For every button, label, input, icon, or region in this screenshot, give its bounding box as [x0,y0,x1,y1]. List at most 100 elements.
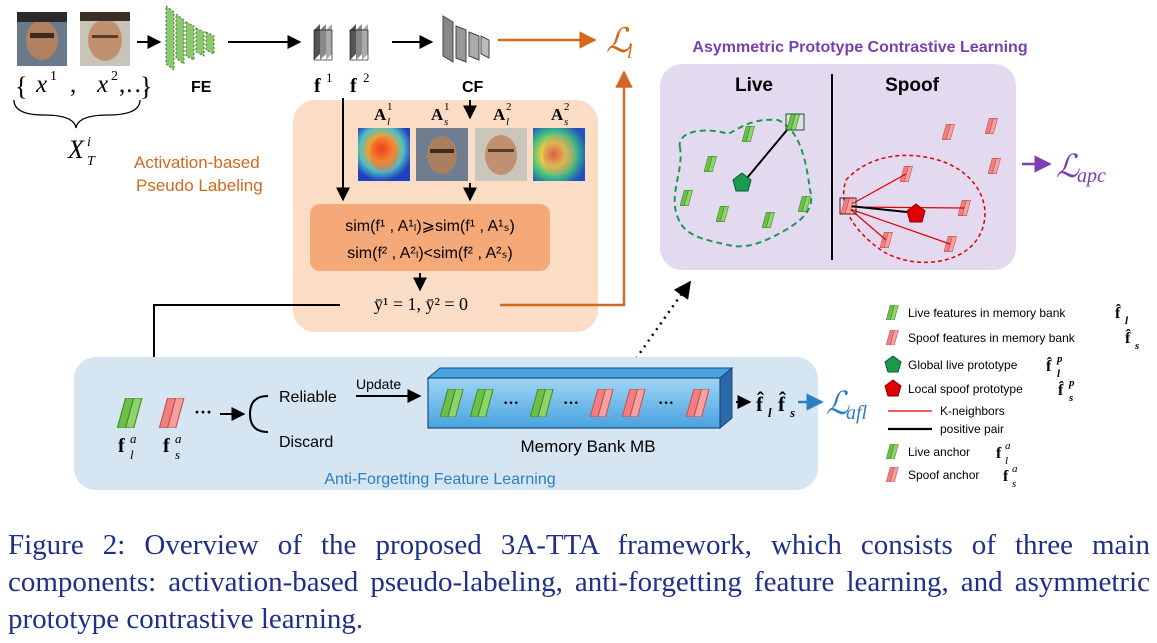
feature-f2-sup: 2 [363,70,370,85]
map-sub-A1s: s [444,116,448,128]
anchor-spoof-sub: s [175,447,180,462]
pseudo-labels: ȳ¹ = 1, ȳ² = 0 [374,294,468,314]
memory-bank [426,366,734,430]
arrow-labels-to-loss-l [500,70,633,307]
live-anchor [785,113,805,131]
activation-map-A2s [533,128,585,181]
map-label-A2l: A [493,105,506,124]
reliable-label: Reliable [279,389,337,406]
legend-text-0: Live features in memory bank [908,306,1066,320]
legend-text-5: positive pair [940,422,1004,436]
input-x2-sup: 2 [111,69,118,84]
asym-live-label: Live [735,75,773,96]
reliable-discard-branch [248,395,269,433]
map-sub-A2s: s [564,116,568,128]
activation-map-A1s [416,128,468,181]
asym-panel [660,64,1016,270]
legend-icon-spoof-feature [886,330,899,345]
legend-sub-1: s [1134,340,1139,352]
input-x1: x [35,71,47,98]
activation-map-A2l [475,128,527,181]
output-fl: f̂ [756,391,764,416]
legend-sub-2: l [1057,368,1061,380]
map-sub-A2l: l [506,116,509,128]
feature-f2-block [349,24,369,61]
mb-dots-2: ··· [563,395,579,412]
legend-sup-7: a [1012,463,1018,475]
legend-text-4: K-neighbors [940,404,1005,418]
loss-apc-symbol: ℒ [1056,148,1080,184]
input-comma: , [70,71,76,98]
figure-caption: Figure 2: Overview of the proposed 3A-TT… [8,529,1150,635]
input-batch-X: X [67,135,85,164]
legend: Live features in memory bank f̂ l Spoof … [884,303,1139,490]
input-ellipsis: ,… [119,71,150,98]
pseudo-rule-1: sim(f¹ , A¹ₗ)⩾sim(f¹ , A¹ₛ) [345,218,515,235]
legend-sup-2: p [1056,353,1063,365]
map-sup-A2l: 2 [506,101,512,113]
classifier-block [442,15,490,63]
face-image-1 [17,12,67,66]
map-label-A1l: A [374,105,387,124]
output-fs-sub: s [789,405,795,420]
input-batch-sup: i [87,135,91,150]
legend-icon-global-prototype [884,355,902,373]
spoof-anchor [839,197,857,215]
legend-math-2: f̂ [1046,356,1052,375]
activation-map-labels: A 1 l A 1 s A 2 l A 2 s [374,101,570,128]
live-cluster-boundary [673,118,813,248]
legend-math-0: f̂ [1115,303,1121,322]
loss-afl-symbol: ℒ [826,385,850,421]
input-faces [17,12,130,66]
positive-pair-spoof [849,205,917,214]
feature-f1-sup: 1 [326,70,333,85]
legend-sup-6: a [1005,440,1011,452]
map-sup-A2s: 2 [564,101,570,113]
legend-math-3: f̂ [1058,380,1064,399]
feature-f1-block [313,24,333,61]
update-label: Update [356,376,401,392]
activation-map-A1l [358,128,410,181]
output-fs: f̂ [778,391,786,416]
pseudo-rule-box [310,204,550,271]
anchor-live-sub: l [130,447,134,462]
loss-apc-sub: apc [1077,165,1106,187]
legend-text-3: Local spoof prototype [908,382,1023,396]
anchor-spoof-label: f [163,435,170,457]
legend-sub-3: s [1068,392,1073,404]
mb-dots-1: ··· [503,395,519,412]
asym-spoof-label: Spoof [885,75,939,96]
legend-sub-6: l [1005,455,1008,467]
feature-f2-label: f [350,75,357,97]
positive-pair-live [741,123,793,185]
legend-icon-live-anchor [886,444,899,459]
loss-l-sub: l [627,41,633,63]
map-sub-A1l: l [387,116,390,128]
map-sup-A1s: 1 [444,101,450,113]
input-x2: x [96,71,108,98]
legend-text-1: Spoof features in memory bank [908,331,1076,345]
map-sup-A1l: 1 [387,101,393,113]
anchor-live-sup: a [130,431,137,446]
cf-label: CF [462,79,484,96]
feature-f1-label: f [314,75,321,97]
afl-title: Anti-Forgetting Feature Learning [324,471,555,488]
input-batch-sub: T [87,154,96,169]
discard-label: Discard [279,434,333,451]
legend-text-6: Live anchor [908,445,970,459]
legend-sup-3: p [1068,377,1075,389]
legend-icon-spoof-anchor [886,467,899,482]
legend-sub-0: l [1125,315,1129,327]
legend-text-7: Spoof anchor [908,468,979,482]
legend-text-2: Global live prototype [908,358,1018,372]
loss-afl-sub: afl [846,402,868,424]
map-label-A1s: A [431,105,444,124]
input-set-open: { [15,72,27,101]
pseudo-rule-2: sim(f² , A²ₗ)<sim(f² , A²ₛ) [347,245,513,262]
anchor-spoof-sup: a [175,431,182,446]
legend-icon-local-prototype [884,379,902,397]
feature-extractor-block [165,5,215,71]
mb-dots-3: ··· [658,395,674,412]
memory-bank-label: Memory Bank MB [520,437,655,456]
